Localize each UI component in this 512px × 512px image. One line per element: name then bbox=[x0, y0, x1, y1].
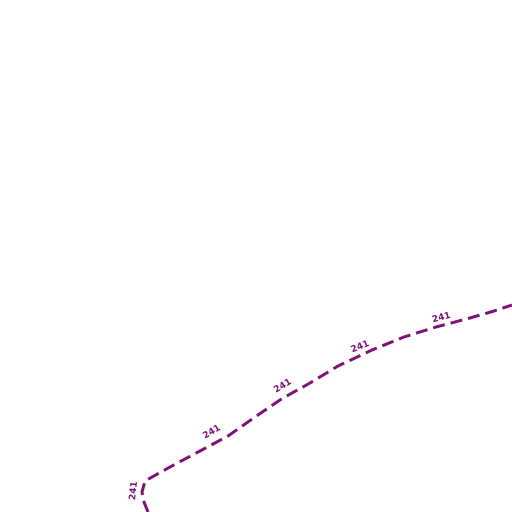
route-label: 241 bbox=[201, 423, 222, 441]
route-label: 241 bbox=[431, 311, 452, 326]
route-label: 241 bbox=[128, 481, 140, 501]
route-241-line[interactable] bbox=[140, 303, 512, 512]
